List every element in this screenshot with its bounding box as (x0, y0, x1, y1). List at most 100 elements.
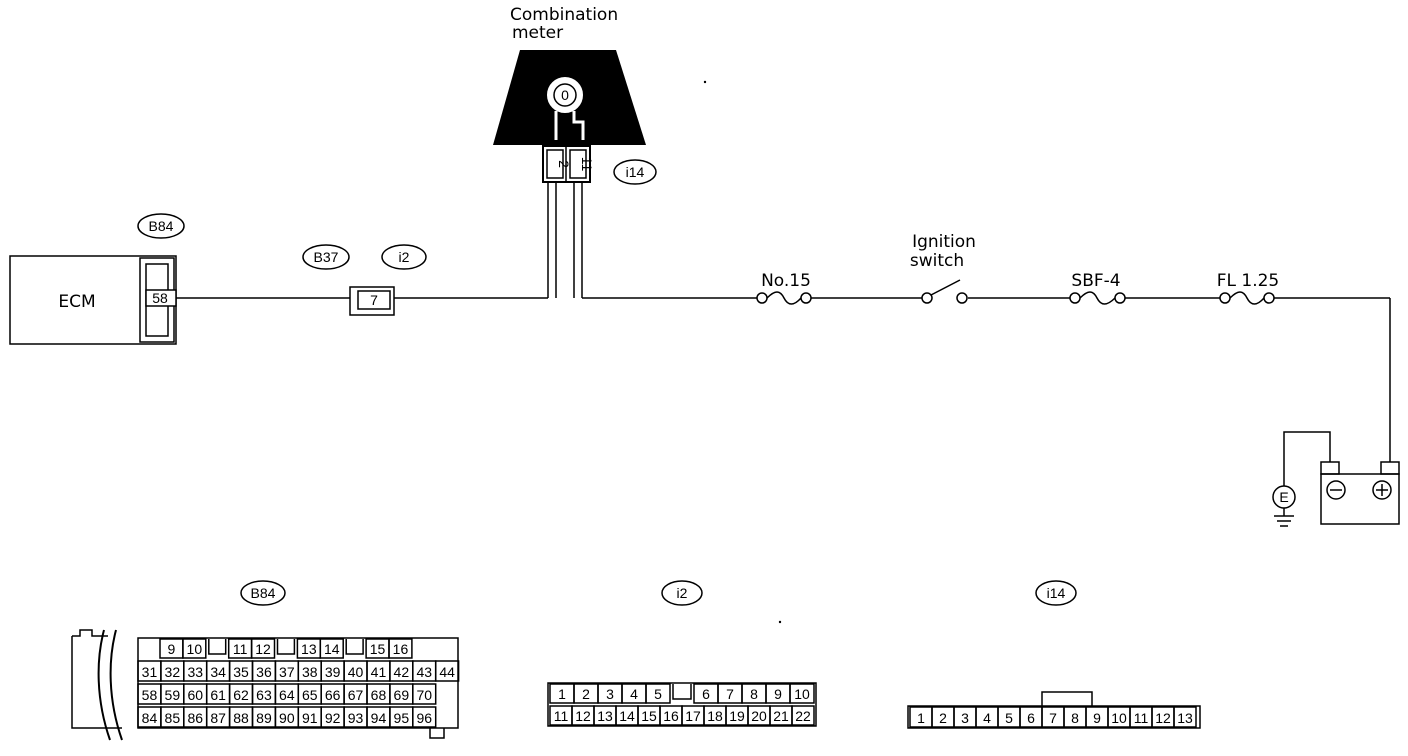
b37-connector-badge (302, 244, 350, 270)
b84-pin-cell: 41 (366, 660, 391, 682)
i14-pin-cell: 4 (975, 706, 999, 728)
i2-pin-cell: 12 (571, 705, 595, 726)
i2-pin-cell: 2 (573, 683, 599, 704)
b84-pin-cell (208, 639, 227, 655)
i2-pin-cell: 21 (769, 705, 793, 726)
pin-label: 96 (416, 710, 432, 726)
i2-pin-7: 7 (370, 292, 378, 308)
pin-label: 8 (750, 686, 758, 702)
fuse-sbf4-label: SBF-4 (1071, 271, 1120, 291)
pin-label: 70 (416, 687, 432, 703)
pin-label: 12 (1155, 710, 1171, 726)
combination-meter: Combination meter 0 2 11 i14 (493, 5, 657, 185)
pin-label: 7 (1049, 710, 1057, 726)
i14-pin-2: 2 (556, 160, 572, 168)
pin-label: 67 (348, 687, 364, 703)
pin-label: 17 (685, 708, 701, 724)
pin-label: 36 (256, 664, 272, 680)
pin-label: 61 (210, 687, 226, 703)
i14-pin-cell: 3 (953, 706, 977, 728)
b84-pin-cell: 96 (412, 706, 437, 728)
pin-label: 14 (324, 641, 340, 657)
pin-label: 63 (256, 687, 272, 703)
pin-label: 32 (165, 664, 181, 680)
i14-pin-11: 11 (579, 157, 595, 172)
pin-label: 69 (394, 687, 410, 703)
fuse-fl125-icon (1229, 291, 1265, 305)
b84-pin-cell: 58 (137, 683, 162, 705)
ground-label: E (1279, 489, 1288, 505)
b84-pin-cell: 59 (160, 683, 185, 705)
pin-label: 7 (726, 686, 734, 702)
i14-pin-cell: 5 (997, 706, 1021, 728)
pin-label: 10 (187, 641, 203, 657)
b84-pin-cell: 95 (389, 706, 414, 728)
battery-body (1320, 473, 1400, 525)
b84-pin-cell: 42 (389, 660, 414, 682)
b84-pin-cell: 15 (365, 638, 390, 659)
ignition-switch: Ignition switch (910, 232, 976, 304)
b84-pin-cell: 86 (183, 706, 208, 728)
i2-pin-cell: 8 (741, 683, 767, 704)
pin-label: 42 (394, 664, 410, 680)
fuse-sbf4: SBF-4 (1069, 271, 1126, 305)
i14-pin-cell: 12 (1151, 706, 1175, 728)
i14-pin-cell: 2 (931, 706, 955, 728)
meter-symbol: 0 (561, 87, 569, 103)
b84-pin-cell: 61 (205, 683, 231, 705)
pin-label: 65 (302, 687, 318, 703)
b84-pin-cell: 85 (160, 706, 185, 728)
pin-label: 3 (606, 686, 614, 702)
b84-pin-cell: 37 (274, 660, 300, 682)
pin-label: 3 (961, 710, 969, 726)
pin-label: 10 (794, 686, 810, 702)
i14-pin-cell: 6 (1019, 706, 1043, 728)
i2-pin-cell: 19 (725, 705, 749, 726)
pin-label: 13 (301, 641, 317, 657)
b84-pin-cell: 62 (228, 683, 254, 705)
pin-label: 6 (702, 686, 710, 702)
pin-label: 2 (939, 710, 947, 726)
pin-label: 87 (210, 710, 226, 726)
pin-label: 31 (142, 664, 158, 680)
b84-pin-cell: 36 (251, 660, 277, 682)
pin-label: 12 (255, 641, 271, 657)
pin-label: 9 (774, 686, 782, 702)
i14-view-badge (1035, 580, 1077, 606)
b84-pin-cell: 33 (183, 660, 208, 682)
b84-pin-cell: 66 (320, 683, 345, 705)
i2-connector-body (349, 286, 395, 316)
pin-label: 35 (233, 664, 249, 680)
pin-label: 11 (554, 708, 569, 724)
pin-label: 15 (370, 641, 386, 657)
i2-pin-cell: 4 (621, 683, 647, 704)
pin-label: 37 (279, 664, 295, 680)
b84-pin-cell (276, 639, 296, 655)
pin-label: 44 (439, 664, 455, 680)
b84-pin-cell: 10 (182, 638, 207, 659)
ecm-label: ECM (58, 292, 95, 312)
b84-pin-cell: 9 (159, 638, 184, 659)
b84-pin-cell: 91 (297, 706, 322, 728)
battery-plus-icon (1372, 480, 1392, 500)
b84-view-badge (240, 580, 286, 606)
b37-connector-label: B37 (314, 249, 339, 265)
pin-label: 11 (233, 641, 248, 657)
i2-pin-cell: 15 (637, 705, 661, 726)
b84-connector-label: B84 (149, 218, 174, 234)
b84-pin-cell: 67 (343, 683, 368, 705)
i2-pin-cell: 22 (791, 705, 815, 726)
i14-pin-cell: 11 (1129, 706, 1153, 728)
pin-label: 20 (751, 708, 767, 724)
b84-pin-cell: 14 (319, 638, 344, 659)
i2-pin-cell: 17 (681, 705, 705, 726)
pin-label: 8 (1071, 710, 1079, 726)
i14-pin-cell: 7 (1041, 706, 1065, 728)
fuse-sbf4-icon (1079, 291, 1116, 305)
pin-label: 22 (795, 708, 811, 724)
pin-label: 34 (210, 664, 226, 680)
i2-pin-cell: 7 (717, 683, 743, 704)
i14-view-title: i14 (1047, 585, 1066, 601)
fuse-fl125: FL 1.25 (1217, 271, 1279, 305)
pin-label: 43 (416, 664, 432, 680)
